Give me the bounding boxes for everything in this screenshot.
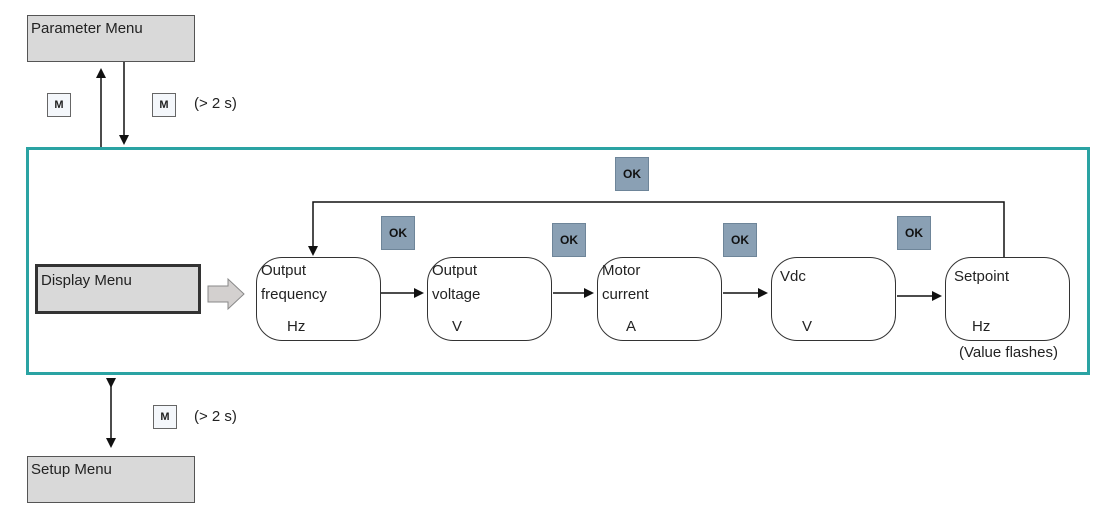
setup-menu-label: Setup Menu [31, 461, 112, 478]
param-line1: Output [261, 262, 307, 279]
ok-key-icon: OK [897, 216, 931, 250]
param-line2: frequency [261, 286, 327, 303]
param-box-output-voltage: Output voltage V [427, 257, 552, 341]
ok-key-label: OK [731, 233, 749, 247]
m-key-label: M [54, 99, 64, 111]
m-key-label: M [160, 411, 170, 423]
ok-key-label: OK [560, 233, 578, 247]
param-line1: Output [432, 262, 478, 279]
value-flashes-note: (Value flashes) [959, 344, 1058, 361]
display-menu-frame [26, 147, 1090, 375]
param-line2: current [602, 286, 649, 303]
parameter-menu-box: Parameter Menu [27, 15, 195, 62]
hold-duration-note: (> 2 s) [194, 95, 237, 112]
m-key-icon: M [153, 405, 177, 429]
hold-duration-note: (> 2 s) [194, 408, 237, 425]
param-line1: Setpoint [954, 268, 1010, 285]
param-box-vdc: Vdc V [771, 257, 896, 341]
setup-menu-box: Setup Menu [27, 456, 195, 503]
param-unit: Hz [972, 318, 991, 335]
param-box-setpoint: Setpoint Hz [945, 257, 1070, 341]
m-key-label: M [159, 99, 169, 111]
parameter-menu-label: Parameter Menu [31, 20, 143, 37]
m-key-icon: M [47, 93, 71, 117]
param-unit: A [626, 318, 637, 335]
param-unit: V [452, 318, 463, 335]
m-key-icon: M [152, 93, 176, 117]
loop-back-arrow [308, 201, 1005, 258]
ok-key-label: OK [905, 226, 923, 240]
display-menu-box: Display Menu [35, 264, 201, 314]
ok-key-label: OK [389, 226, 407, 240]
param-unit: Hz [287, 318, 306, 335]
ok-key-icon: OK [615, 157, 649, 191]
param-box-motor-current: Motor current A [597, 257, 722, 341]
ok-key-icon: OK [723, 223, 757, 257]
display-menu-label: Display Menu [41, 272, 132, 289]
param-unit: V [802, 318, 813, 335]
param-box-output-frequency: Output frequency Hz [256, 257, 381, 341]
ok-key-icon: OK [381, 216, 415, 250]
param-line2: voltage [432, 286, 481, 303]
ok-key-label: OK [623, 167, 641, 181]
ok-key-icon: OK [552, 223, 586, 257]
gray-hollow-arrow [207, 277, 245, 311]
param-line1: Motor [602, 262, 641, 279]
param-line1: Vdc [780, 268, 806, 285]
